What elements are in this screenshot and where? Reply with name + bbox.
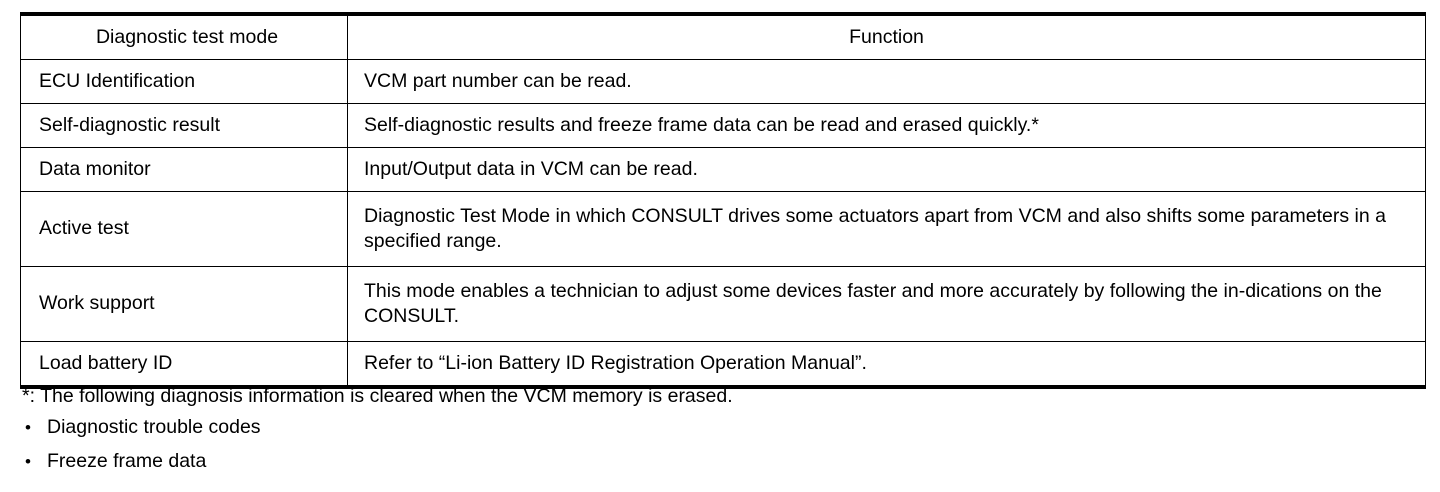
row-mode-cell: Self-diagnostic result [20,102,348,148]
table-row: Data monitor Input/Output data in VCM ca… [20,146,1426,192]
bullet-icon: • [25,451,31,471]
row-mode-cell: Work support [20,265,348,342]
row-function-cell: Self-diagnostic results and freeze frame… [347,102,1426,148]
row-function-text: Refer to “Li-ion Battery ID Registration… [364,351,867,374]
row-mode-label: ECU Identification [39,69,196,92]
diagnostic-test-mode-table: Diagnostic test mode Function ECU Identi… [20,12,1426,389]
footnote-asterisk-note: *: The following diagnosis information i… [22,385,733,407]
table-header-row: Diagnostic test mode Function [20,14,1426,60]
row-function-text: VCM part number can be read. [364,69,632,92]
column-header-function: Function [347,14,1426,60]
row-function-cell: Input/Output data in VCM can be read. [347,146,1426,192]
row-function-text: Self-diagnostic results and freeze frame… [364,113,1039,136]
table-row: Load battery ID Refer to “Li-ion Battery… [20,340,1426,387]
table-header: Diagnostic test mode Function [20,14,1426,60]
row-mode-cell: Active test [20,190,348,267]
row-function-cell: VCM part number can be read. [347,58,1426,104]
row-function-cell: Refer to “Li-ion Battery ID Registration… [347,340,1426,387]
footnote-bullet-label: Freeze frame data [47,449,207,472]
row-function-text: Input/Output data in VCM can be read. [364,157,698,180]
footnote-bullet-label: Diagnostic trouble codes [47,416,261,439]
row-mode-label: Active test [39,217,129,240]
table-row: Work support This mode enables a technic… [20,265,1426,342]
table-row: Active test Diagnostic Test Mode in whic… [20,190,1426,267]
row-function-cell: Diagnostic Test Mode in which CONSULT dr… [347,190,1426,267]
row-mode-label: Work support [39,292,155,315]
table-body: ECU Identification VCM part number can b… [20,58,1426,387]
column-header-diagnostic-test-mode: Diagnostic test mode [20,14,348,60]
row-mode-label: Self-diagnostic result [39,113,221,136]
row-mode-cell: Data monitor [20,146,348,192]
footnote-bullet-item: • Diagnostic trouble codes [20,411,1425,444]
row-mode-cell: ECU Identification [20,58,348,104]
table-row: Self-diagnostic result Self-diagnostic r… [20,102,1426,148]
column-header-diagnostic-test-mode-label: Diagnostic test mode [95,26,279,48]
bullet-icon: • [25,418,31,438]
row-function-text: Diagnostic Test Mode in which CONSULT dr… [364,204,1386,252]
row-function-cell: This mode enables a technician to adjust… [347,265,1426,342]
table-row: ECU Identification VCM part number can b… [20,58,1426,104]
row-mode-cell: Load battery ID [20,340,348,387]
footnote-bullet-item: • Freeze frame data [20,445,1425,478]
row-mode-label: Data monitor [39,157,151,180]
row-function-text: This mode enables a technician to adjust… [364,279,1382,327]
footnotes-block: *: The following diagnosis information i… [20,382,1425,478]
column-header-function-label: Function [849,26,924,48]
row-mode-label: Load battery ID [39,351,173,374]
